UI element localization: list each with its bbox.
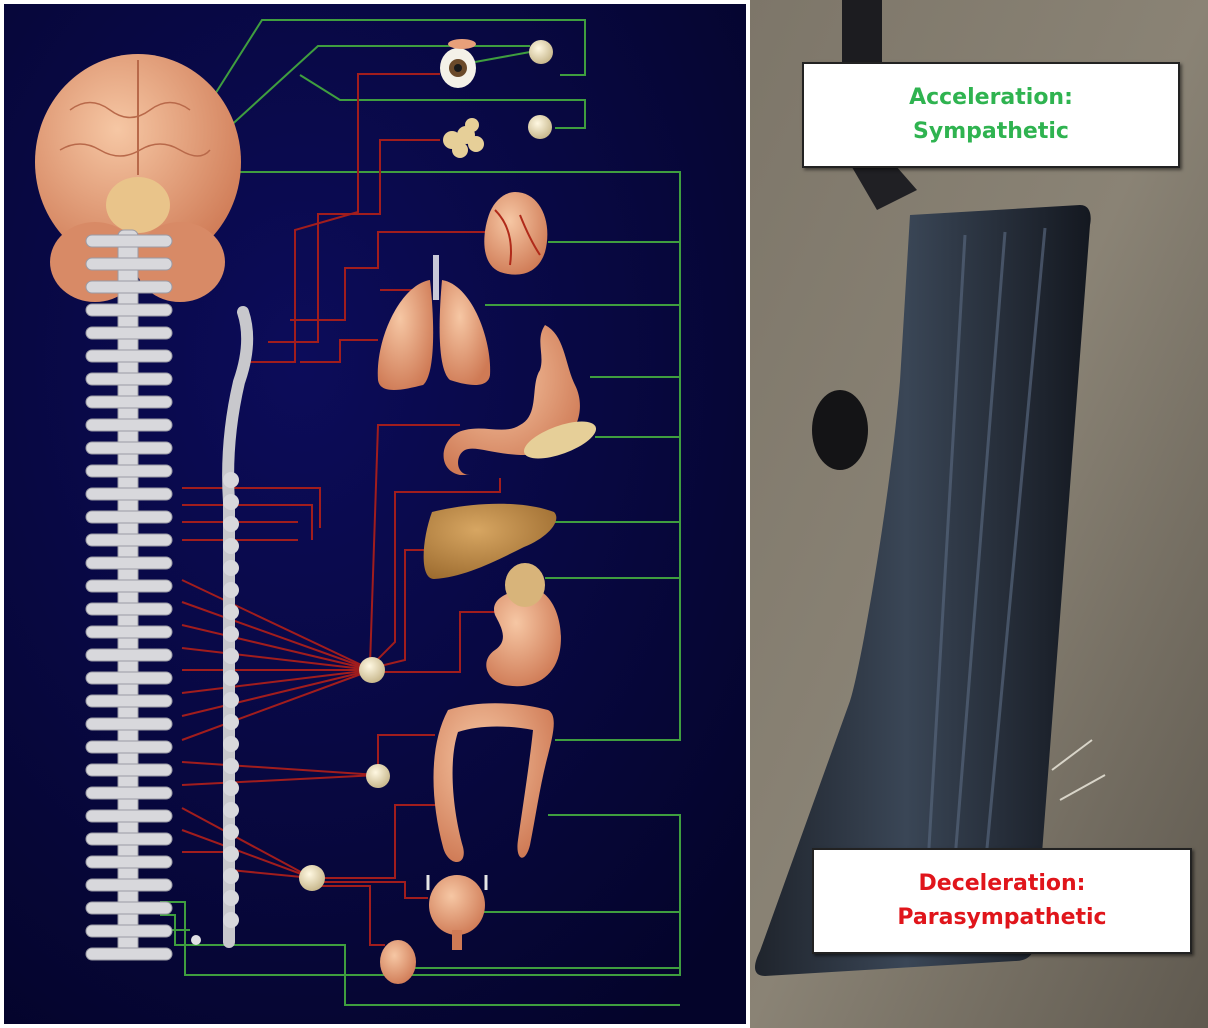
vertebra <box>86 925 172 937</box>
vertebra <box>86 350 172 362</box>
autonomic-nervous-system-diagram <box>0 0 750 1028</box>
vertebra <box>86 718 172 730</box>
deceleration-parasympathetic-label: Deceleration: Parasympathetic <box>812 848 1192 954</box>
deceleration-label-line1: Deceleration: <box>919 867 1086 901</box>
chain-ganglion <box>223 560 239 576</box>
chain-ganglion <box>223 626 239 642</box>
mesenteric-ganglion <box>366 764 390 788</box>
chain-ganglion <box>223 912 239 928</box>
pedal-mount <box>812 390 868 470</box>
vertebra <box>86 902 172 914</box>
vertebra <box>86 488 172 500</box>
vertebra <box>86 649 172 661</box>
chain-ganglion <box>223 714 239 730</box>
vertebra <box>86 327 172 339</box>
vertebra <box>86 419 172 431</box>
vertebra <box>86 810 172 822</box>
pedal-arm <box>842 0 882 70</box>
vertebra <box>86 695 172 707</box>
vertebra <box>86 741 172 753</box>
deceleration-label-line2: Parasympathetic <box>897 901 1106 935</box>
chain-ganglion <box>223 802 239 818</box>
acceleration-label-line2: Sympathetic <box>913 115 1069 149</box>
vertebra <box>86 833 172 845</box>
acceleration-sympathetic-label: Acceleration: Sympathetic <box>802 62 1180 168</box>
vertebra <box>86 281 172 293</box>
chain-ganglion <box>223 494 239 510</box>
inferior-mesenteric-ganglion <box>299 865 325 891</box>
vertebra <box>86 787 172 799</box>
eye-illustration <box>440 48 476 88</box>
vertebra <box>86 603 172 615</box>
vertebra <box>86 396 172 408</box>
vertebra <box>86 534 172 546</box>
lacrimal-gland-illustration <box>448 39 476 49</box>
chain-ganglion <box>223 846 239 862</box>
vertebra <box>86 235 172 247</box>
vertebra <box>86 304 172 316</box>
chain-ganglion <box>223 758 239 774</box>
vertebra <box>86 465 172 477</box>
ciliary-ganglion <box>529 40 553 64</box>
vertebra <box>86 511 172 523</box>
vertebra <box>86 948 172 960</box>
chain-ganglion <box>223 868 239 884</box>
vertebra <box>86 764 172 776</box>
vertebra <box>86 557 172 569</box>
chain-ganglion <box>223 890 239 906</box>
chain-ganglion <box>223 538 239 554</box>
acceleration-label-line1: Acceleration: <box>909 81 1073 115</box>
vertebra <box>86 626 172 638</box>
chain-ganglion <box>223 824 239 840</box>
vertebra <box>86 373 172 385</box>
celiac-ganglion <box>359 657 385 683</box>
chain-ganglion <box>223 582 239 598</box>
chain-ganglion <box>223 670 239 686</box>
vertebra <box>86 856 172 868</box>
vertebra <box>86 442 172 454</box>
vertebra <box>86 879 172 891</box>
chain-ganglion <box>223 604 239 620</box>
chain-ganglion <box>223 780 239 796</box>
vertebra <box>86 580 172 592</box>
chain-ganglion <box>223 516 239 532</box>
chain-ganglion <box>223 648 239 664</box>
chain-ganglion <box>223 692 239 708</box>
otic-ganglion <box>528 115 552 139</box>
chain-ganglion <box>223 736 239 752</box>
reproductive-organ-illustration <box>380 940 416 984</box>
vertebra <box>86 672 172 684</box>
chain-ganglion <box>223 472 239 488</box>
vertebra <box>86 258 172 270</box>
